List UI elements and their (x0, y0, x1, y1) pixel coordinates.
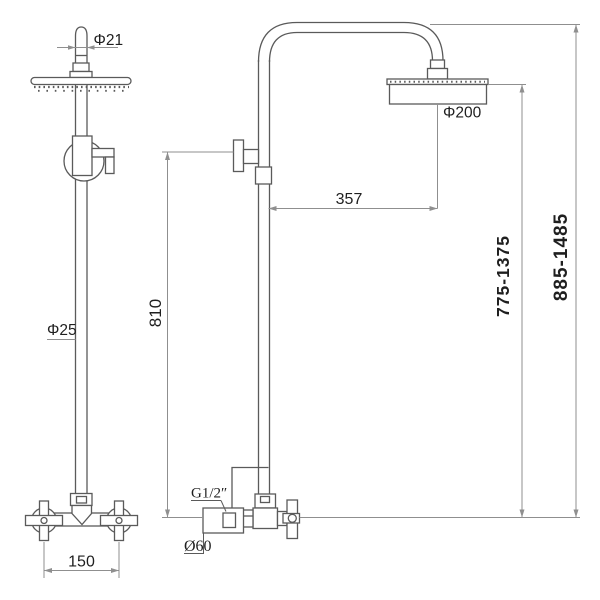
front-view (24, 26, 139, 542)
side-riser-pipe (257, 60, 271, 494)
faucet-spout (71, 504, 93, 526)
dim-775-arrow-down (519, 509, 525, 518)
label-overall-height-range: 885-1485 (551, 213, 572, 301)
diverter-sleeve (71, 135, 93, 177)
dim-775-arrow-up (519, 84, 525, 93)
head-connector-nut (429, 59, 446, 70)
dimension-annotations: Φ21 Φ25 150 810 357 Φ200 775-1375 (43, 24, 580, 578)
label-riser-height: 810 (146, 299, 165, 327)
label-connection-thread: G1/2″ (191, 486, 227, 502)
label-valve-center-spacing: 150 (68, 554, 95, 571)
head-collar (72, 62, 90, 73)
dim-810-arrow-up (165, 152, 170, 160)
gooseneck-inner (268, 31, 434, 63)
mixer-faucet-front (24, 492, 139, 542)
shower-head-body (388, 83, 488, 105)
dim-phi21-arrow-right (68, 45, 76, 50)
escutcheon-hub (222, 512, 237, 529)
faucet-inlet-detail (75, 495, 88, 504)
top-pipe-stub (74, 26, 88, 63)
label-head-height-range: 775-1375 (493, 235, 513, 317)
label-top-pipe-diameter: Φ21 (94, 32, 124, 49)
wall-bracket-flange (232, 139, 245, 173)
dim-357-arrow-left (268, 206, 277, 211)
wall-supply-outline (231, 466, 269, 508)
head-mount-block (69, 70, 93, 79)
label-riser-pipe-diameter: Φ25 (47, 322, 77, 339)
dim-885-arrow-down (573, 509, 579, 518)
valve-body (252, 507, 279, 530)
right-handle-screw (115, 516, 123, 525)
dim-885-arrow-up (573, 24, 579, 33)
valve-side (202, 493, 301, 540)
left-handle-screw (40, 516, 48, 525)
shower-head-disc (30, 76, 132, 86)
label-escutcheon-diameter: Ø60 (184, 538, 212, 555)
diverter-lever-grip (104, 156, 115, 175)
dim-810-arrow-down (165, 509, 170, 518)
side-view (202, 21, 489, 540)
wall-bracket-arm (242, 148, 260, 165)
dim-357-arrow-right (429, 206, 438, 211)
riser-slide-sleeve (254, 166, 273, 185)
dim-phi21-arrow-left (87, 45, 95, 50)
side-handle-hub (287, 513, 297, 523)
label-arm-reach: 357 (336, 191, 363, 208)
label-shower-head-diameter: Φ200 (443, 105, 482, 122)
nut-detail (259, 495, 271, 504)
dim-150-arrow-right (111, 568, 119, 573)
dim-150-arrow-left (44, 568, 52, 573)
head-connector-flange (426, 67, 449, 80)
thread-leader (220, 500, 227, 512)
gooseneck-outer (257, 21, 444, 63)
diverter-lever-arm (91, 147, 115, 158)
valve-wall-connector (242, 509, 254, 528)
